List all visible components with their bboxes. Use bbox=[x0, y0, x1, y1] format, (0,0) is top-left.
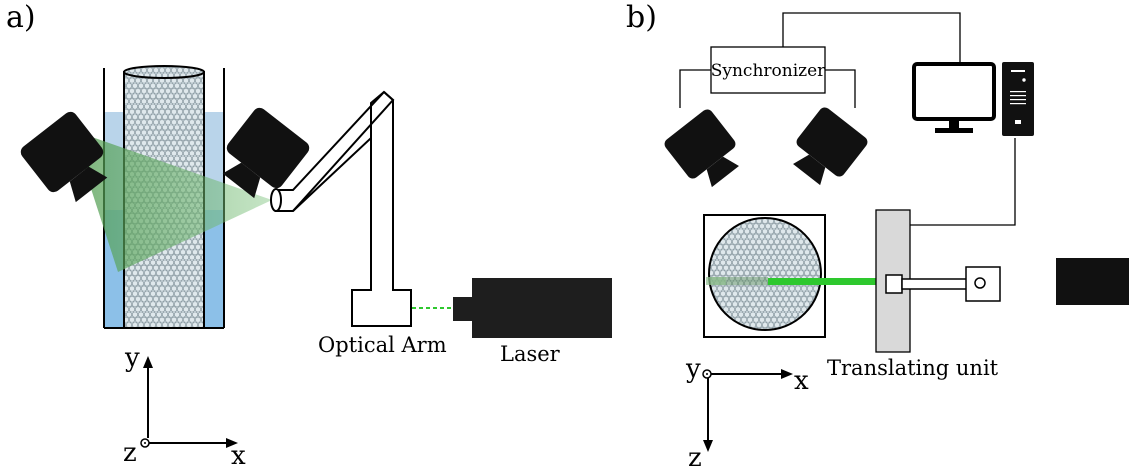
laser-icon bbox=[1056, 258, 1129, 305]
axis-z-label: z bbox=[123, 438, 137, 468]
panel-b-label: b) bbox=[626, 0, 657, 35]
panel-a: a) Optical Arm bbox=[6, 0, 612, 468]
panel-a-label: a) bbox=[6, 0, 36, 35]
camera-icon bbox=[662, 107, 749, 195]
laser-beam-b bbox=[768, 278, 884, 285]
axis-z-label: z bbox=[688, 443, 702, 468]
synchronizer-label: Synchronizer bbox=[711, 61, 826, 81]
bead-column-top bbox=[708, 217, 822, 331]
axis-x-label: x bbox=[794, 366, 809, 396]
optical-arm-label: Optical Arm bbox=[318, 333, 447, 357]
light-sheet bbox=[72, 130, 272, 272]
translating-unit-label: Translating unit bbox=[827, 356, 999, 380]
laser-label: Laser bbox=[500, 342, 561, 366]
computer-tower-icon bbox=[1002, 62, 1034, 136]
axis-y-label: y bbox=[685, 354, 701, 384]
axis-x-label: x bbox=[231, 441, 246, 468]
axes-a: y x z bbox=[123, 343, 246, 468]
panel-b: b) Synchronizer bbox=[626, 0, 1129, 468]
axis-y-label: y bbox=[124, 343, 140, 373]
axes-b: y x z bbox=[685, 354, 809, 468]
wires bbox=[679, 12, 1016, 226]
synchronizer-box: Synchronizer bbox=[710, 46, 826, 94]
camera-icon bbox=[783, 105, 870, 193]
laser-icon bbox=[453, 278, 612, 338]
monitor-icon bbox=[912, 62, 996, 133]
optical-arm bbox=[270, 90, 412, 327]
translating-unit bbox=[875, 209, 1001, 353]
tank-top-view bbox=[703, 214, 826, 338]
